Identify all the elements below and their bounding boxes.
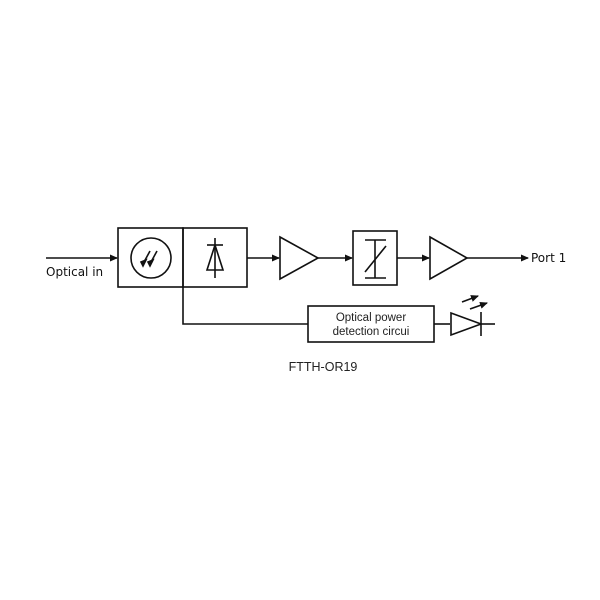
amplifier-1 (279, 235, 320, 281)
detection-label-line2: detection circui (333, 326, 410, 338)
detection-label-line1: Optical power (336, 312, 406, 324)
photodiode-icon (205, 238, 225, 278)
caption: FTTH-OR19 (289, 360, 358, 374)
branch-line (182, 287, 308, 325)
output-label: Port 1 (531, 251, 566, 265)
attenuator-icon (364, 239, 387, 279)
input-label: Optical in (46, 265, 103, 279)
lens-icon (130, 237, 172, 279)
led-icon (450, 295, 495, 337)
amplifier-2 (429, 235, 469, 281)
